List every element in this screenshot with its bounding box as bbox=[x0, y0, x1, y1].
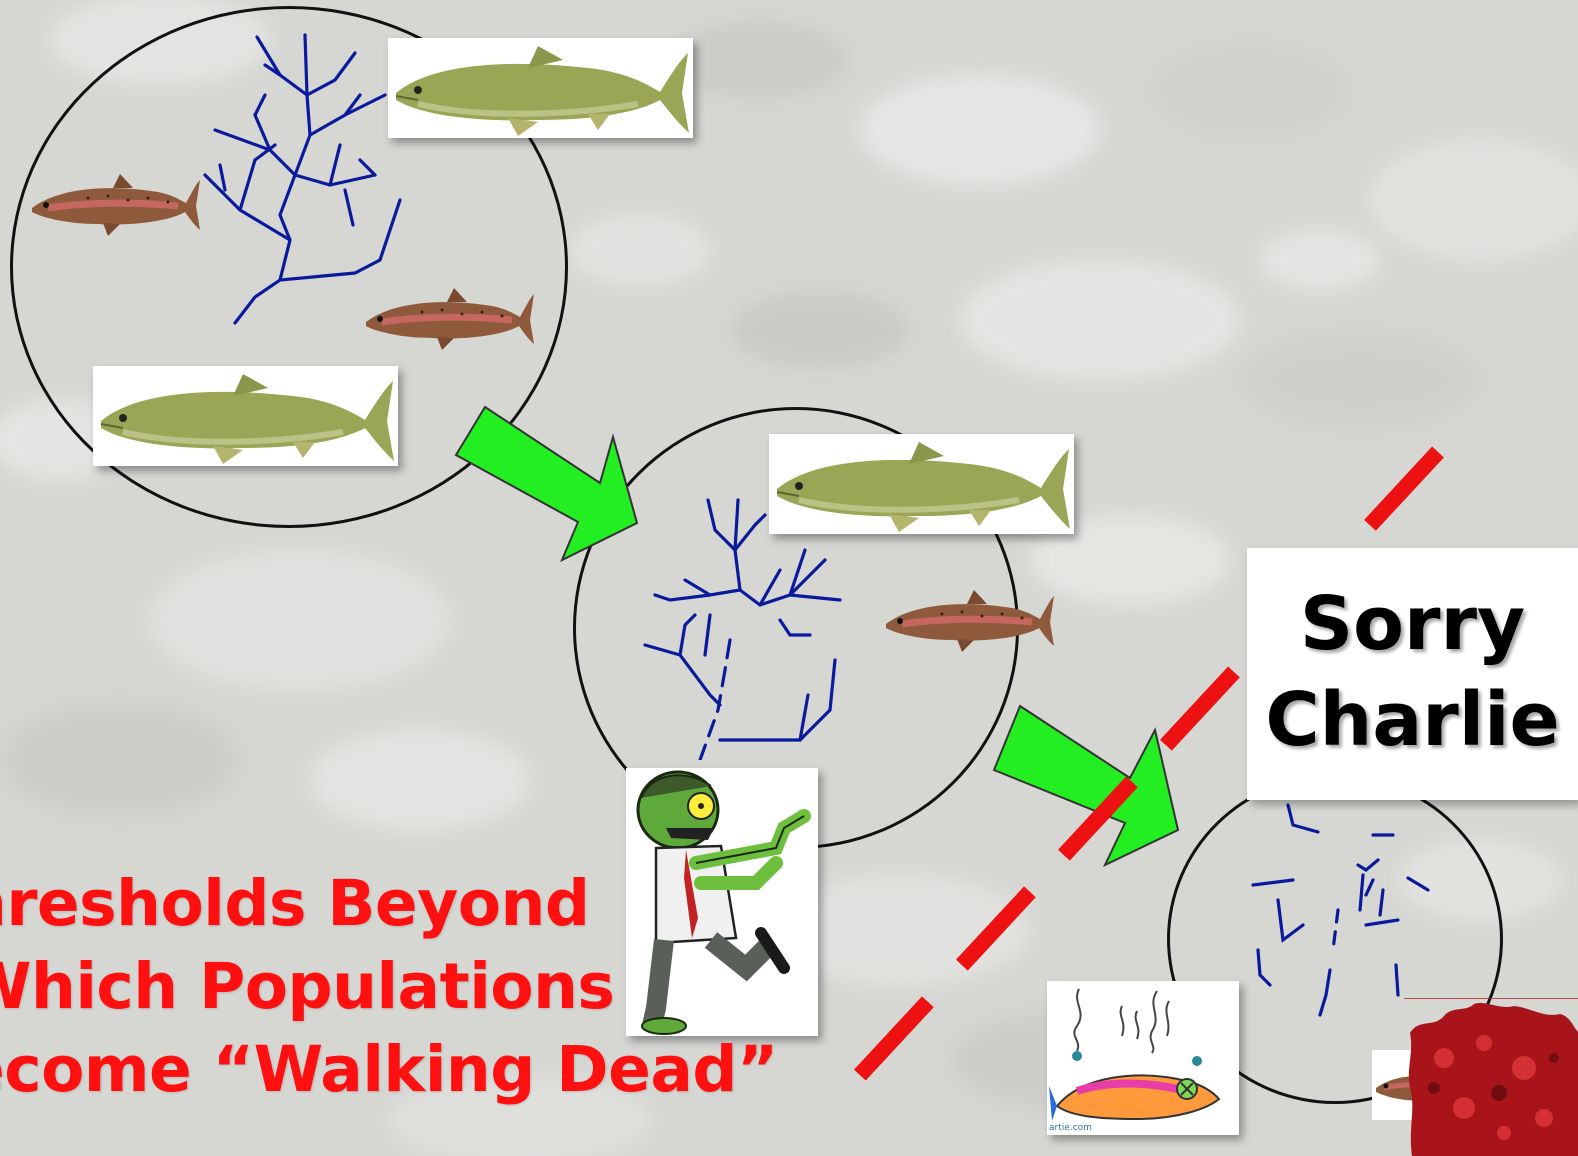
redband-trout-icon bbox=[28, 170, 203, 240]
bull-trout-icon bbox=[93, 366, 398, 466]
sorry-charlie-box: Sorry Charlie bbox=[1247, 548, 1578, 800]
transition-arrow-icon bbox=[988, 700, 1188, 875]
river-network-icon bbox=[1248, 800, 1443, 1025]
river-network-icon bbox=[640, 495, 855, 760]
threshold-caption: hresholds Beyond Which Populations ecome… bbox=[0, 862, 782, 1111]
credit-label: artie.com bbox=[1049, 1123, 1092, 1134]
transition-arrow-icon bbox=[450, 395, 650, 570]
bull-trout-icon bbox=[388, 38, 693, 138]
bull-trout-photo bbox=[93, 366, 398, 466]
bull-trout-icon bbox=[769, 434, 1074, 534]
redband-trout-icon bbox=[362, 284, 537, 354]
bull-trout-photo bbox=[769, 434, 1074, 534]
sorry-charlie-text: Sorry Charlie bbox=[1247, 576, 1578, 768]
blood-splatter-icon bbox=[1404, 998, 1578, 1156]
dead-fish-icon bbox=[1047, 981, 1239, 1135]
redband-trout-icon bbox=[882, 586, 1057, 656]
dead-fish-card: artie.com bbox=[1047, 981, 1239, 1135]
bull-trout-photo bbox=[388, 38, 693, 138]
